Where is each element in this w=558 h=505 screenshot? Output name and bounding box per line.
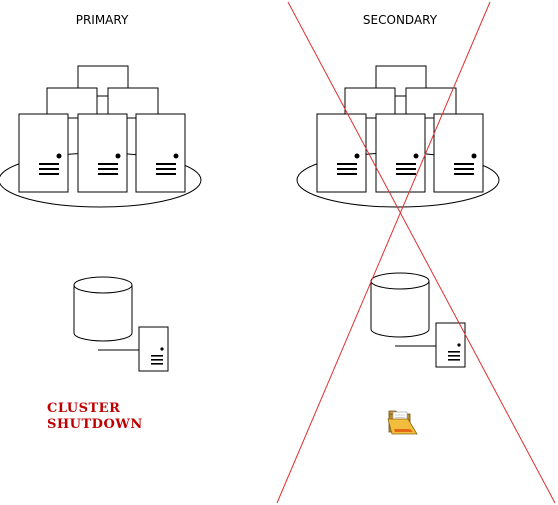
cluster-status-line1: CLUSTER [47, 401, 120, 416]
primary-server-cluster [0, 66, 201, 207]
cross-out-line-2 [276, 1, 491, 504]
folder-icon [387, 410, 418, 435]
primary-label: PRIMARY [76, 13, 129, 27]
secondary-label: SECONDARY [363, 13, 438, 27]
primary-storage [73, 276, 169, 372]
cross-out-line-1 [287, 1, 556, 504]
primary-site: PRIMARY CLUSTER SHUTDOWN [0, 13, 201, 432]
secondary-site: SECONDARY [276, 1, 556, 504]
cluster-status-line2: SHUTDOWN [47, 417, 143, 432]
secondary-server-cluster [297, 66, 499, 207]
secondary-storage [370, 272, 466, 368]
